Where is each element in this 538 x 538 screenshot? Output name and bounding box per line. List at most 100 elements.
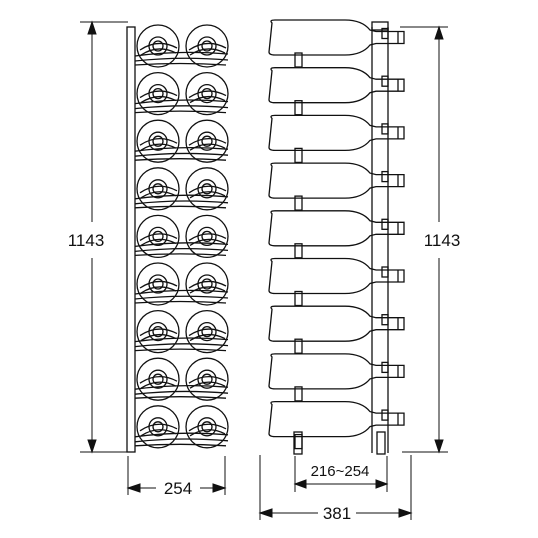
front-row: [134, 71, 229, 116]
bottle-body: [268, 257, 405, 295]
bottle-support-peg: [294, 147, 303, 164]
arrow-254-left: [126, 483, 141, 493]
bottle-outline: [136, 262, 180, 306]
holder-wire: [134, 200, 229, 205]
bottle-punt-inner: [201, 40, 213, 52]
front-bottle: [185, 309, 229, 354]
holder-wire: [134, 105, 229, 110]
bottle-punt-inner: [201, 325, 213, 338]
neck-holder: [381, 170, 389, 183]
neck-holder: [381, 218, 389, 230]
front-row: [134, 405, 229, 449]
holder-ring: [139, 328, 178, 337]
side-bottle: [268, 114, 405, 164]
holder-ring: [188, 185, 227, 194]
bottle-outline: [185, 24, 229, 68]
bottle-punt: [148, 274, 168, 294]
bottle-punt-inner: [152, 183, 164, 195]
bottle-outline: [136, 357, 180, 401]
bottle-outline: [136, 167, 180, 211]
side-bottle: [268, 67, 405, 116]
bottle-outline: [136, 119, 180, 163]
holder-ring: [188, 328, 227, 337]
front-bottle: [136, 309, 180, 354]
bottle-outline: [185, 119, 229, 163]
holder-ring: [140, 143, 177, 151]
front-bottle: [185, 262, 229, 306]
bottle-outline: [136, 24, 180, 68]
arrow-381-right: [398, 508, 413, 518]
bottle-body: [268, 210, 405, 247]
neck-holder: [381, 409, 389, 421]
neck-holder: [381, 75, 389, 87]
bottle-punt: [148, 83, 168, 104]
bottle-punt: [148, 226, 168, 247]
bottle-punt-inner: [152, 230, 164, 243]
holder-ring: [139, 376, 178, 384]
depth-label: 254: [164, 479, 192, 498]
bottle-body: [268, 114, 405, 152]
bottle-body: [268, 19, 405, 56]
bottle-outline: [136, 71, 180, 116]
front-row: [134, 262, 229, 306]
bottle-support-peg: [294, 195, 303, 211]
holder-ring: [139, 138, 178, 146]
side-bottle: [268, 257, 405, 307]
neck-holder: [381, 27, 389, 40]
bottle-outline: [185, 167, 229, 211]
side-bottle: [268, 353, 405, 402]
holder-ring: [140, 95, 177, 104]
bottle-outline: [136, 214, 180, 259]
holder-ring: [189, 48, 226, 56]
arrow-381-left: [258, 508, 273, 518]
bottle-body: [268, 353, 405, 390]
neck-holder: [381, 266, 389, 278]
front-view: [126, 24, 229, 453]
holder-wire: [134, 51, 229, 57]
bottle-body: [268, 400, 405, 438]
holder-ring: [140, 238, 177, 246]
holder-wire: [134, 432, 229, 438]
side-bottle: [268, 400, 405, 450]
holder-ring: [139, 280, 178, 289]
holder-ring: [188, 42, 227, 51]
bottle-body: [268, 162, 405, 199]
bottle-punt-inner: [152, 325, 164, 338]
holder-ring: [139, 42, 178, 51]
front-row: [134, 24, 229, 68]
bottle-punt: [148, 131, 168, 151]
front-bottle: [136, 214, 180, 259]
front-bottle: [136, 71, 180, 116]
front-bottle: [136, 357, 180, 401]
base-peg-right: [376, 431, 386, 455]
bottle-support-peg: [294, 52, 303, 68]
holder-wire: [134, 390, 229, 395]
bottle-punt-inner: [201, 87, 213, 100]
holder-ring: [140, 191, 177, 199]
holder-ring: [188, 138, 227, 146]
bottle-punt-inner: [152, 373, 164, 385]
bottle-body: [268, 305, 405, 342]
front-bottle: [185, 357, 229, 401]
holder-ring: [189, 95, 226, 104]
bottle-punt-inner: [201, 230, 213, 243]
holder-wire: [134, 57, 229, 62]
arrow-right-bottom: [434, 439, 444, 454]
side-bottle: [268, 19, 405, 68]
front-bottle: [185, 167, 229, 211]
arrow-left-top: [87, 20, 97, 35]
holder-ring: [140, 286, 177, 294]
front-bottle: [185, 71, 229, 116]
holder-ring: [140, 333, 177, 342]
bottle-support-peg: [294, 338, 303, 354]
holder-wire: [134, 295, 229, 300]
bottle-outline: [185, 309, 229, 354]
holder-ring: [188, 280, 227, 289]
front-row: [134, 214, 229, 259]
holder-ring: [139, 233, 178, 241]
holder-ring: [139, 90, 178, 99]
front-bottle: [136, 262, 180, 306]
arrow-254-right: [212, 483, 227, 493]
holder-wire: [134, 247, 229, 253]
